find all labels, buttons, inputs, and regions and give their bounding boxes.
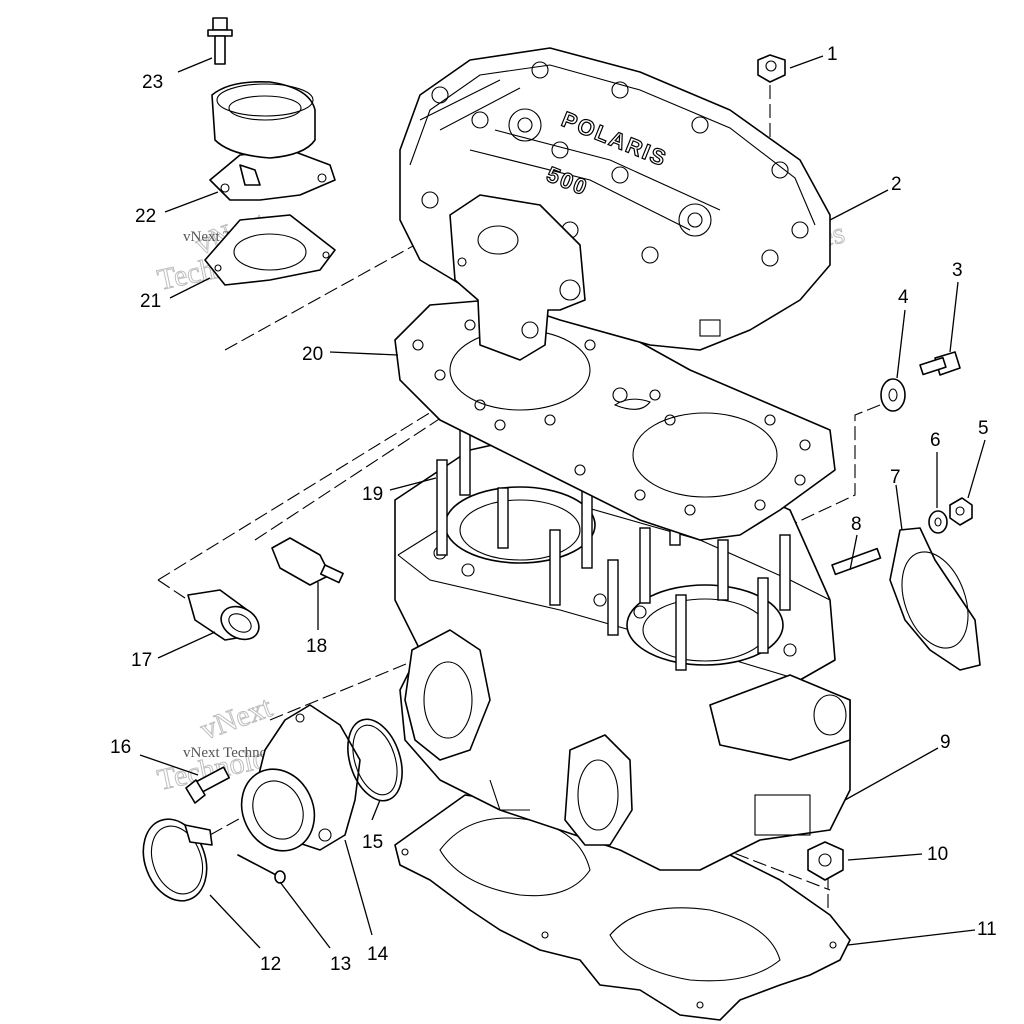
part-15-o-ring: [347, 718, 403, 802]
part-17-fitting: [187, 589, 260, 641]
callout-12: 12: [260, 954, 281, 975]
part-10-nut: [807, 841, 844, 881]
part-21-thermostat-gasket: [204, 214, 336, 286]
part-1-nut: [757, 54, 786, 83]
part-8-stud: [831, 547, 882, 576]
water-outlet-housing: [449, 194, 586, 361]
callout-22: 22: [135, 206, 156, 227]
callout-7: 7: [890, 467, 901, 488]
part-7-exhaust-gasket: [889, 527, 981, 671]
part-12-hose-clamp: [142, 818, 213, 902]
part-4-washer: [880, 378, 906, 412]
callout-10: 10: [927, 844, 948, 865]
leader-lines: [139, 55, 986, 949]
part-18-sensor: [271, 537, 344, 586]
callout-9: 9: [940, 732, 951, 753]
callout-13: 13: [330, 954, 351, 975]
callout-18: 18: [306, 636, 327, 657]
part-5-nut: [949, 497, 973, 526]
part-3-bolt: [919, 351, 961, 376]
callout-20: 20: [302, 344, 323, 365]
part-22-thermostat-housing: [209, 80, 336, 201]
callout-15: 15: [362, 832, 383, 853]
callout-17: 17: [131, 650, 152, 671]
callout-1: 1: [827, 44, 838, 65]
callout-4: 4: [898, 287, 909, 308]
callout-6: 6: [930, 430, 941, 451]
callout-21: 21: [140, 291, 161, 312]
callout-8: 8: [851, 514, 862, 535]
part-6-washer: [928, 510, 948, 534]
part-23-bolt: [207, 17, 233, 65]
callout-19: 19: [362, 484, 383, 505]
svg-text:vNext: vNext: [196, 690, 277, 746]
callout-5: 5: [978, 418, 989, 439]
part-13-screw: [237, 854, 286, 884]
callout-labels: 1 2 3 4 5 6 7 8 9 10 11 12 13 14 15 16 1…: [110, 44, 997, 975]
callout-2: 2: [891, 174, 902, 195]
callout-16: 16: [110, 737, 131, 758]
callout-23: 23: [142, 72, 163, 93]
callout-3: 3: [952, 260, 963, 281]
callout-11: 11: [977, 919, 997, 940]
part-16-bolt: [185, 766, 230, 804]
part-14-intake-manifold: [240, 704, 361, 852]
callout-14: 14: [367, 944, 389, 965]
